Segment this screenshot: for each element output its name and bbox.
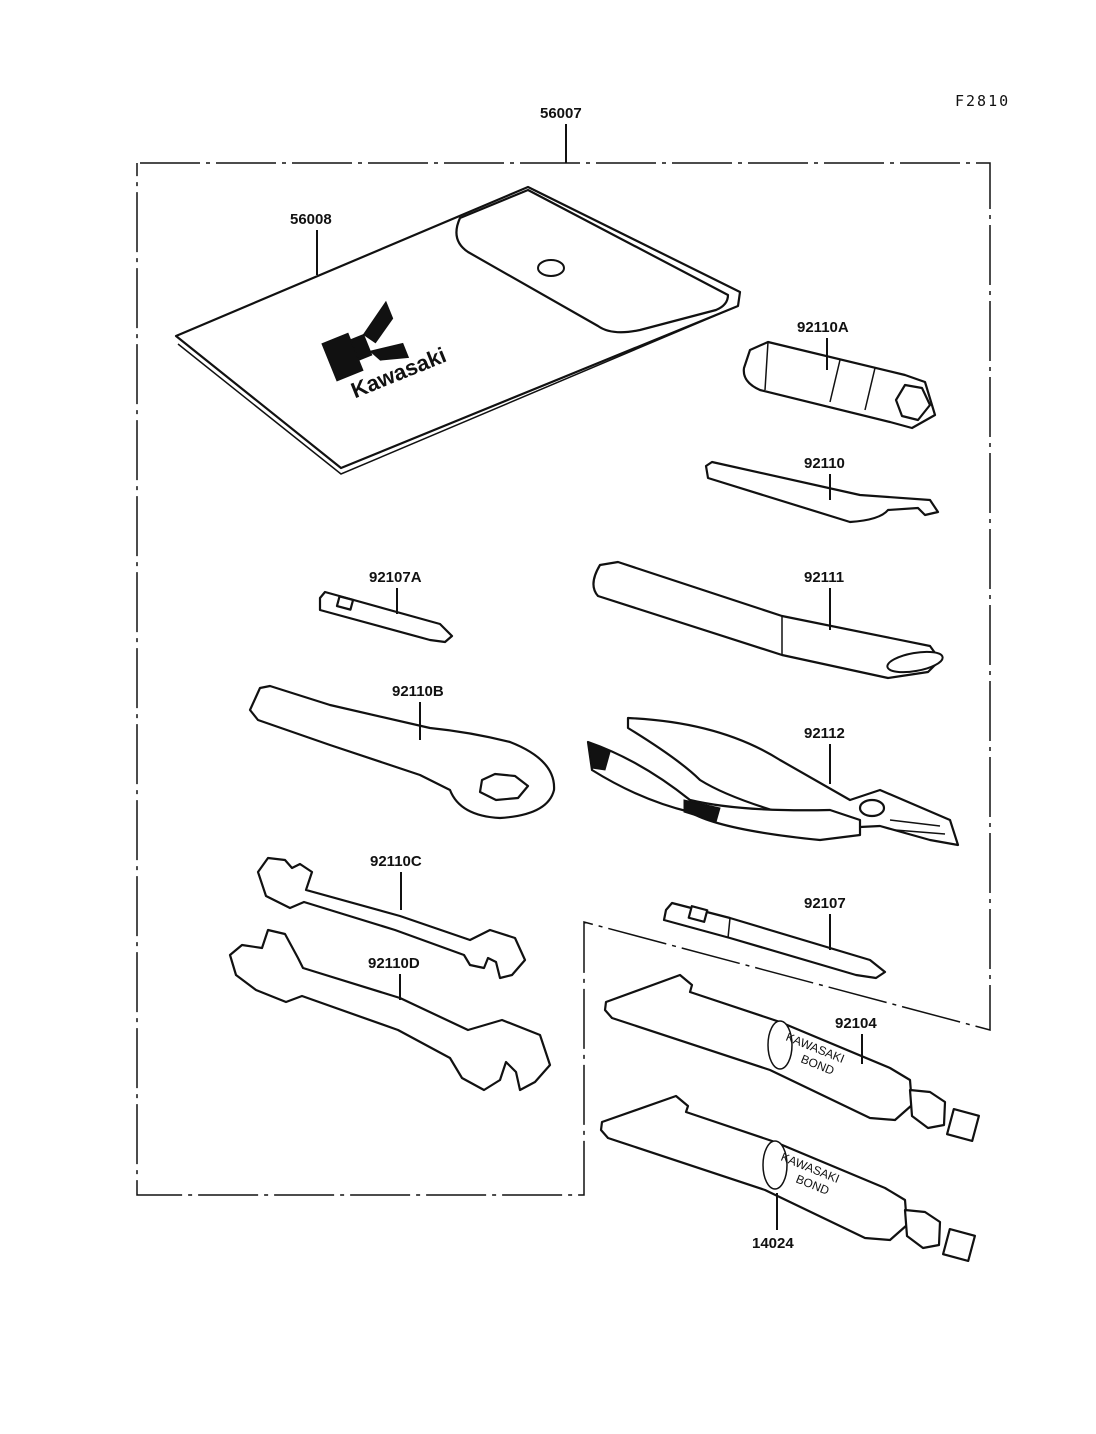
snap-button — [537, 259, 565, 277]
tool-case: Kawasaki — [174, 185, 742, 475]
kit-number-label: 56007 — [540, 105, 582, 122]
plug-wrench — [742, 340, 937, 430]
figure-code: F2810 — [955, 92, 1010, 110]
label-92110B: 92110B — [392, 683, 444, 700]
label-92111: 92111 — [804, 569, 844, 586]
open-wrench-d — [228, 928, 552, 1092]
label-92110C: 92110C — [370, 853, 422, 870]
label-92112: 92112 — [804, 725, 845, 742]
handle-tube — [592, 560, 944, 680]
label-14024: 14024 — [752, 1235, 794, 1252]
label-92104: 92104 — [835, 1015, 877, 1032]
label-92107A: 92107A — [369, 569, 422, 586]
hook-wrench — [704, 460, 940, 524]
kit-boundary — [136, 162, 991, 1196]
label-92110: 92110 — [804, 455, 845, 472]
ring-wrench — [248, 684, 556, 820]
label-92110D: 92110D — [368, 955, 420, 972]
open-wrench-c — [256, 856, 527, 980]
screwdriver — [662, 901, 887, 980]
bond-tube-14024: KAWASAKI BOND — [599, 1094, 977, 1263]
label-92110A: 92110A — [797, 319, 849, 336]
label-92107: 92107 — [804, 895, 846, 912]
pliers — [586, 716, 960, 847]
small-screwdriver — [318, 590, 454, 644]
label-56008: 56008 — [290, 211, 332, 228]
